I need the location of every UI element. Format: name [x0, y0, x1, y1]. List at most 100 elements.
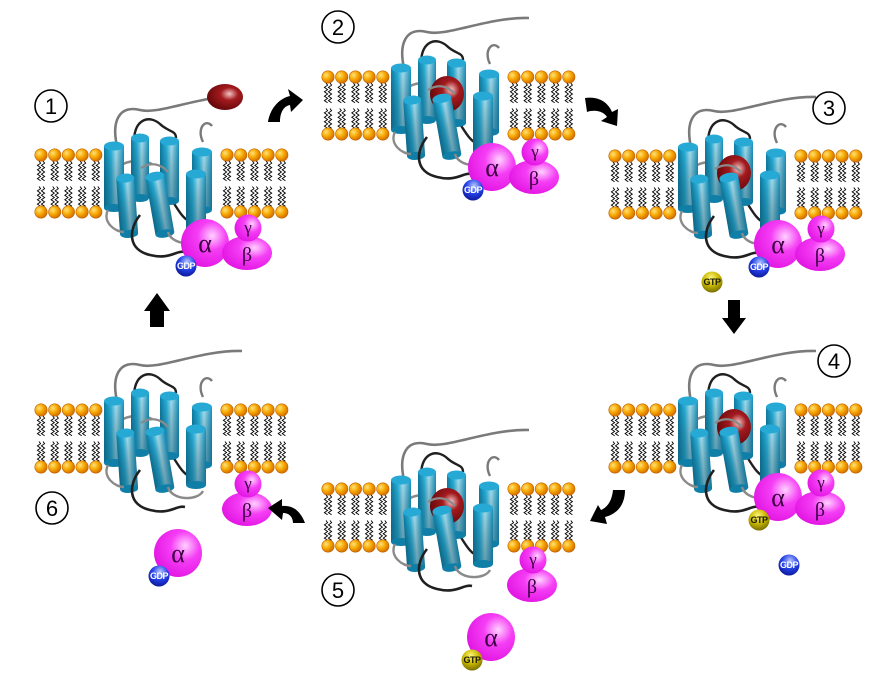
lipid-head — [649, 403, 663, 417]
step-number: 5 — [332, 578, 344, 603]
beta-ellipse — [507, 568, 557, 602]
step-circle — [812, 91, 846, 125]
lipid-tail — [568, 82, 574, 104]
intracellular-loop — [427, 497, 456, 507]
gpcr-receptor — [104, 349, 243, 513]
extracellular-loop — [486, 455, 500, 477]
lipid-tail — [355, 82, 360, 104]
lipid-tail — [527, 520, 533, 541]
lipid-tail — [655, 415, 661, 437]
lipid-tail — [50, 160, 56, 182]
lipid-head — [34, 403, 48, 417]
lipid-tail — [614, 161, 620, 183]
lipid-tail — [841, 187, 847, 208]
lipid-tail — [281, 415, 287, 437]
lipid-group — [34, 403, 103, 474]
lipid-tail — [226, 441, 232, 462]
lipid-head — [835, 403, 849, 417]
lipid-head — [622, 403, 636, 417]
lipid-tail — [351, 520, 356, 541]
lipid-tail — [814, 415, 820, 437]
n-terminus — [687, 95, 817, 152]
gdp-sphere — [462, 179, 484, 201]
n-terminus — [113, 349, 243, 406]
gpcr-receptor — [391, 428, 530, 592]
lipid-head — [376, 539, 390, 553]
lipid-head — [534, 127, 548, 141]
alpha-sphere — [468, 143, 516, 191]
lipid-tail — [368, 108, 374, 129]
lipid-tail — [800, 441, 806, 462]
lipid-tail — [527, 108, 533, 129]
lipid-tail — [665, 441, 671, 462]
lipid-tail — [814, 441, 820, 462]
lipid-tail — [250, 186, 255, 207]
gdp-molecule: GDP — [462, 179, 484, 201]
lipid-group — [34, 148, 103, 219]
beta-ellipse — [795, 491, 845, 525]
lipid-tail — [628, 187, 634, 208]
lipid-tail — [364, 108, 370, 129]
lipid-head — [220, 403, 234, 417]
lipid-tail — [669, 161, 675, 183]
lipid-tail — [81, 160, 87, 182]
lipid-tail — [665, 187, 671, 208]
intracellular-loop — [140, 418, 169, 428]
gamma-label: γ — [528, 550, 537, 569]
lipid-tail — [50, 441, 56, 462]
curved-arrow-4-to-5 — [590, 490, 625, 524]
lipid-head — [275, 403, 289, 417]
transmembrane-helix — [705, 388, 723, 457]
gdp-molecule: GDP — [748, 256, 770, 278]
lipid-head — [649, 149, 663, 163]
lipid-head — [849, 149, 863, 163]
beta-label: β — [815, 245, 825, 267]
lipid-tail — [628, 415, 634, 437]
lipid-tail — [236, 160, 242, 182]
lipid-tail — [523, 520, 529, 541]
lipid-tail — [254, 415, 259, 437]
lipid-head — [548, 127, 562, 141]
lipid-tail — [327, 520, 333, 541]
gamma-label: γ — [243, 218, 252, 237]
lipid-tail — [50, 415, 56, 437]
lipid-head — [234, 403, 248, 417]
lipid-tail — [628, 441, 634, 462]
lipid-tail — [624, 441, 630, 462]
extracellular-loop — [706, 119, 752, 142]
lipid-head — [635, 403, 649, 417]
gtp-molecule: GTP — [701, 271, 723, 293]
g-beta-gamma-dimer: γβ — [795, 469, 845, 525]
extracellular-loop — [132, 373, 178, 396]
gtp-label: GTP — [750, 515, 767, 525]
lipid-tail — [651, 415, 657, 437]
intracellular-loop — [679, 210, 699, 235]
lipid-tail — [638, 161, 643, 183]
lipid-tail — [837, 415, 843, 437]
transmembrane-helix — [690, 428, 713, 493]
lipid-head — [562, 70, 576, 84]
transmembrane-helix — [145, 426, 175, 493]
gpcr-receptor — [678, 349, 817, 513]
lipid-tail — [550, 520, 556, 541]
lipid-tail — [355, 108, 360, 129]
alpha-label: α — [485, 153, 499, 182]
lipid-tail — [800, 161, 806, 183]
lipid-tail — [77, 441, 83, 462]
lipid-tail — [841, 161, 847, 183]
lipid-tail — [254, 186, 259, 207]
lipid-head — [362, 70, 376, 84]
g-beta-gamma-dimer: γβ — [795, 215, 845, 271]
lipid-tail — [91, 160, 97, 182]
lipid-tail — [554, 108, 560, 129]
lipid-tail — [810, 161, 816, 183]
lipid-tail — [851, 415, 857, 437]
lipid-tail — [263, 186, 269, 207]
lipid-tail — [341, 494, 347, 516]
lipid-head — [348, 482, 362, 496]
lipid-head — [534, 70, 548, 84]
lipid-head — [376, 70, 390, 84]
lipid-head — [275, 148, 289, 162]
curved-arrow-5-to-6 — [268, 499, 305, 523]
